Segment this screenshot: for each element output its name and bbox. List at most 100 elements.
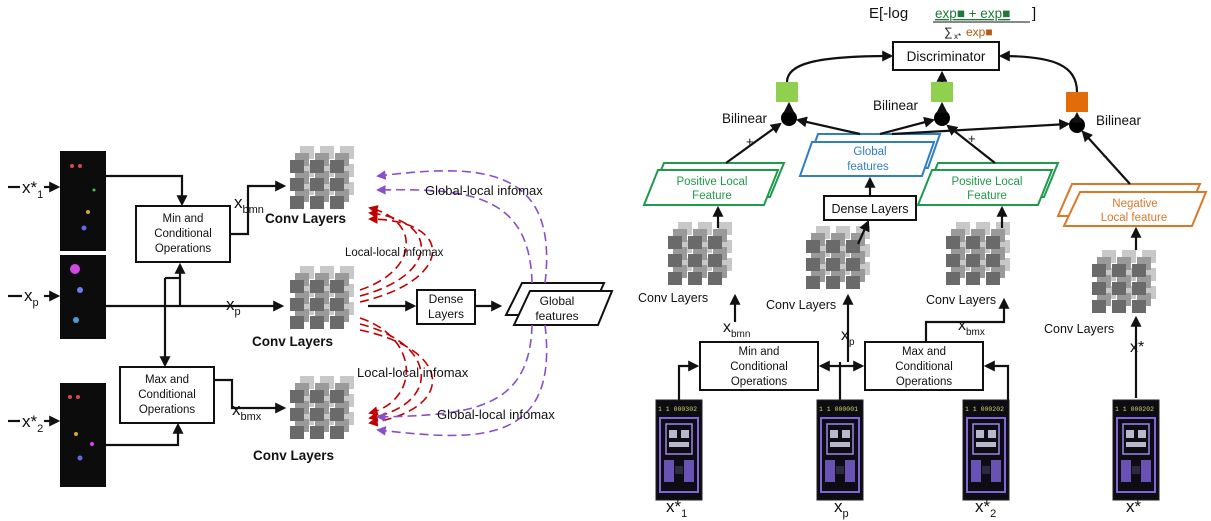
pos-score-square-2 [931,82,953,102]
global-local-label-bottom: Global-local infomax [437,407,555,422]
pos-feature-2-line2: Feature [967,190,1007,202]
arrow-sq1-disc [785,50,894,83]
global-local-label-top: Global-local infomax [425,183,543,198]
right-dense-label: Dense Layers [831,202,908,216]
feature-to-bilinear-arrows [725,116,1131,185]
neg-feature-line2: Local feature [1101,212,1168,224]
left-conv-label-bottom: Conv Layers [253,448,334,463]
local-local-label-top: Local-local infomax [345,247,444,259]
left-wiring [106,174,287,447]
left-conv-stack-bottom [290,376,354,439]
formula-numerator: exp■ + exp■ [935,6,1010,21]
label-x1: x*1 [22,178,43,201]
right-xbmn: xbmn [723,319,750,340]
left-dense-line2: Layers [428,307,464,321]
wire-f2-max [983,360,1010,400]
bottom-label-xstar: x* [1126,497,1142,516]
left-max-box [119,366,215,424]
left-max-line2: Conditional [138,389,196,401]
right-frame-xstar-score: 1 1 000202 [1115,406,1154,413]
input-frame-xp [60,255,106,339]
right-conv-label-3: Conv Layers [926,293,996,307]
formula-denominator: exp■ [966,25,993,39]
bilinear-node-3 [1069,117,1085,133]
label-xp: xp [24,286,39,309]
formula-prefix: E[-log [869,5,908,22]
global-features-line2: features [847,161,889,173]
right-conv-stack-4 [1092,250,1156,313]
right-frame-x1: 1 1 000302 [655,399,703,501]
left-global-line2: features [535,309,578,323]
right-max-line2: Conditional [895,361,953,373]
right-conv-label-2: Conv Layers [766,298,836,312]
input-frame-x2 [60,383,106,487]
right-xstar: x* [1130,339,1144,356]
right-frame-xp-score: 1 1 000001 [819,406,858,413]
neg-score-square [1066,92,1088,112]
left-min-line1: Min and [163,213,204,225]
right-max-box [864,341,984,391]
left-conv-stack-top [290,146,354,209]
right-min-line1: Min and [739,346,780,358]
left-min-line2: Conditional [154,228,212,240]
bottom-label-xp: xp [834,497,849,520]
bottom-label-x2: x*2 [975,497,996,520]
formula-sum: ∑ [944,25,953,39]
global-features-line1: Global [853,146,886,158]
objective-formula: E[-log exp■ + exp■ ] ∑ x* exp■ [869,5,1036,41]
sign-plus-1: + [746,134,754,149]
left-conv-label-top: Conv Layers [265,211,346,226]
sign-plus-2: + [968,131,976,146]
bilinear-label-2: Bilinear [873,98,919,113]
arrow-sq3-disc [998,50,1079,93]
right-frame-xp: 1 1 000001 [816,399,864,501]
pos-feature-1-line1: Positive Local [677,176,748,188]
right-min-line2: Conditional [730,361,788,373]
sign-minus: - [1103,148,1107,163]
right-conv-stack-3 [946,222,1010,285]
right-max-line3: Operations [896,376,953,388]
right-conv-label-4: Conv Layers [1044,322,1114,336]
bottom-label-x1: x*1 [666,497,687,520]
right-xbmx: xbmx [958,317,985,338]
left-max-line1: Max and [145,374,189,386]
right-conv-label-1: Conv Layers [638,291,708,305]
left-min-line3: Operations [155,243,212,255]
wire-f1-min [677,360,700,400]
pos-feature-2-box [916,162,1060,206]
left-conv-label-mid: Conv Layers [252,334,333,349]
bilinear-label-3: Bilinear [1096,113,1142,128]
arrow-conv2-dense [856,219,870,245]
right-frame-x2-score: 1 1 000202 [965,406,1004,413]
neg-feature-box [1056,183,1208,227]
pos-feature-1-line2: Feature [692,190,732,202]
bilinear-node-1 [781,110,797,126]
left-global-box [504,282,614,326]
formula-suffix: ] [1032,5,1036,22]
bilinear-label-1: Bilinear [722,111,768,126]
left-xp-mid: xp [226,295,241,318]
left-conv-stack-mid [290,266,354,329]
left-xbmx: xbmx [232,400,262,423]
pos-feature-1-box [642,162,786,206]
pos-feature-2-line1: Positive Local [952,176,1023,188]
right-conv-stack-2 [806,226,870,289]
left-dense-line1: Dense [429,292,464,306]
label-x2: x*2 [22,412,43,435]
right-max-line1: Max and [902,346,946,358]
right-frame-xstar: 1 1 000202 [1112,399,1160,501]
right-frame-x2: 1 1 000202 [962,399,1010,501]
local-local-label-bottom: Local-local infomax [357,365,469,380]
right-diagram: E[-log exp■ + exp■ ] ∑ x* exp■ Discrimin… [638,5,1208,520]
right-frame-x1-score: 1 1 000302 [658,406,697,413]
right-min-box [699,341,819,391]
bilinear-node-2 [934,110,950,126]
left-global-line1: Global [540,294,575,308]
pos-score-square-1 [776,82,798,102]
right-min-line3: Operations [731,376,788,388]
discriminator-label: Discriminator [907,49,986,64]
right-conv-stack-1 [668,222,732,285]
arrow-xbmx-conv [924,297,1010,342]
left-max-line3: Operations [139,404,196,416]
